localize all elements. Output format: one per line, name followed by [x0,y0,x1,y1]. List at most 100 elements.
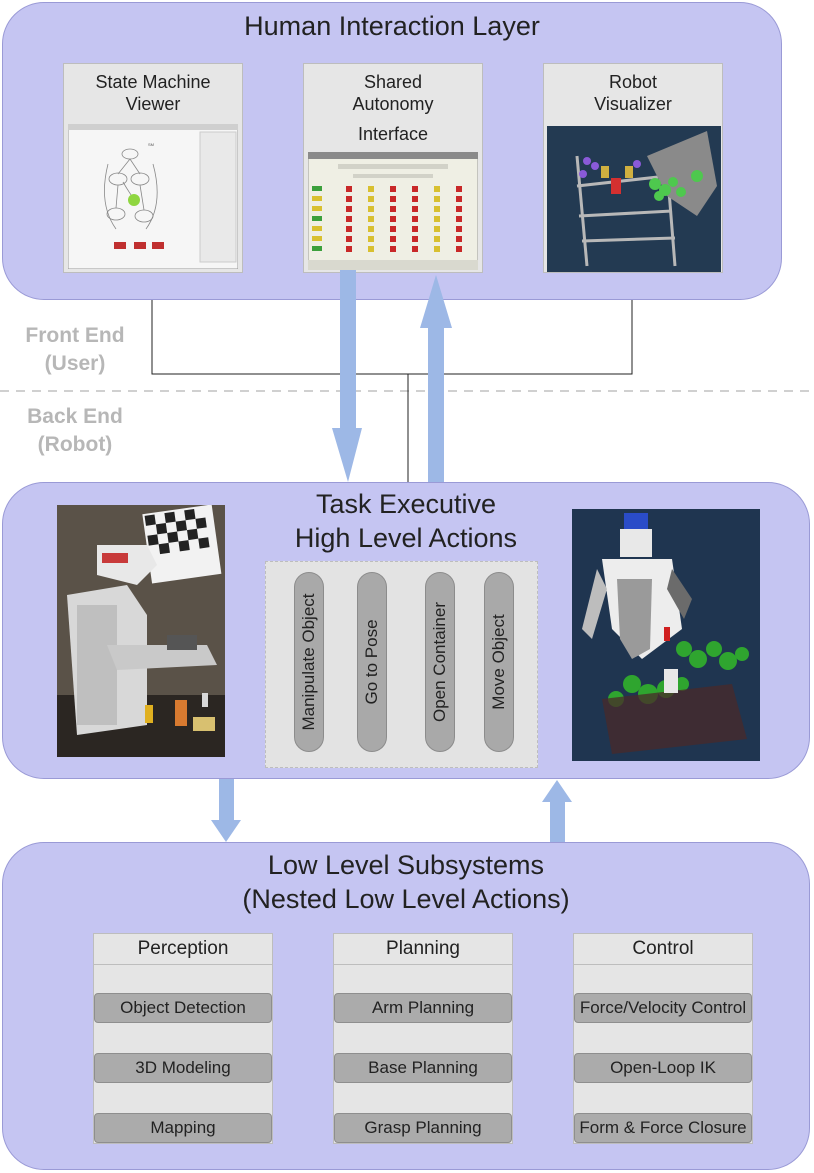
item-arm-planning[interactable]: Arm Planning [334,993,512,1023]
action-go-to-pose[interactable]: Go to Pose [357,572,387,752]
robot-3d-visualization [572,509,760,761]
robot-visualizer-screenshot [547,126,721,272]
state-machine-screenshot: SM [68,124,238,269]
status-cell [346,246,352,252]
item-form-force-closure[interactable]: Form & Force Closure [574,1113,752,1143]
human-interaction-layer-title: Human Interaction Layer [244,11,540,41]
status-cell [390,226,396,232]
back-end-label-line1: Back End [27,405,123,428]
status-cell [434,216,440,222]
status-cell [434,196,440,202]
line-to-state-machine [151,285,409,482]
task-executive-title-line1: Task Executive [315,489,497,519]
robot-visualizer-panel: Robot Visualizer [543,63,723,273]
shared-autonomy-title-line3: Interface [357,124,429,144]
status-cell [346,216,352,222]
shared-autonomy-screenshot [308,152,478,270]
status-row-marker [312,206,322,211]
front-end-label: Front End (User) [0,322,150,378]
status-cell [434,246,440,252]
low-level-title-line2: (Nested Low Level Actions) [242,884,570,914]
action-open-container-label: Open Container [430,601,449,723]
robot-photo [57,505,225,757]
status-cell [368,236,374,242]
item-object-detection[interactable]: Object Detection [94,993,272,1023]
status-row-marker [312,246,322,251]
item-grasp-planning[interactable]: Grasp Planning [334,1113,512,1143]
low-level-title-line1: Low Level Subsystems [267,850,545,880]
status-cell [368,196,374,202]
state-machine-viewer-title-line1: State Machine [95,72,211,92]
status-row-marker [312,216,322,221]
status-cell [368,216,374,222]
status-cell [412,186,418,192]
status-cell [456,196,462,202]
item-base-planning[interactable]: Base Planning [334,1053,512,1083]
front-end-label-line2: (User) [44,352,106,375]
status-cell [368,246,374,252]
status-row-marker [312,226,322,231]
item-mapping[interactable]: Mapping [94,1113,272,1143]
status-cell [456,216,462,222]
action-move-object-label: Move Object [489,614,508,710]
status-row-marker [312,186,322,191]
status-cell [412,206,418,212]
subsystem-control: Control Force/Velocity Control Open-Loop… [573,933,753,1144]
status-cell [368,186,374,192]
status-cell [346,186,352,192]
status-cell [412,246,418,252]
task-executive-title-line2: High Level Actions [294,523,518,553]
status-cell [412,236,418,242]
status-row-marker [312,236,322,241]
shared-autonomy-title-line2: Autonomy [352,94,434,114]
subsystem-planning: Planning Arm Planning Base Planning Gras… [333,933,513,1144]
robot-visualizer-title-line1: Robot [608,72,658,92]
back-end-label: Back End (Robot) [0,403,150,459]
action-manipulate-object-label: Manipulate Object [299,593,318,731]
status-cell [434,206,440,212]
back-end-label-line2: (Robot) [37,433,113,456]
status-cell [456,186,462,192]
shared-autonomy-title-line1: Shared [363,72,423,92]
low-level-subsystems-layer: Low Level Subsystems (Nested Low Level A… [2,842,810,1170]
status-cell [346,206,352,212]
subsystem-perception-title: Perception [94,934,272,965]
front-end-label-line1: Front End [25,324,125,347]
status-cell [434,226,440,232]
robot-visualizer-title-line2: Visualizer [594,94,672,114]
status-cell [434,186,440,192]
status-cell [456,226,462,232]
status-row-marker [312,196,322,201]
status-cell [390,216,396,222]
action-move-object[interactable]: Move Object [484,572,514,752]
status-cell [412,196,418,202]
subsystem-perception: Perception Object Detection 3D Modeling … [93,933,273,1144]
status-cell [390,246,396,252]
status-cell [412,216,418,222]
subsystem-control-title: Control [574,934,752,965]
item-open-loop-ik[interactable]: Open-Loop IK [574,1053,752,1083]
status-cell [390,196,396,202]
high-level-actions-box: Manipulate Object Go to Pose Open Contai… [265,561,538,768]
status-cell [390,236,396,242]
status-cell [368,226,374,232]
status-cell [346,226,352,232]
task-executive-layer: Task Executive High Level Actions [2,482,810,779]
status-cell [412,226,418,232]
status-cell [456,246,462,252]
status-cell [390,206,396,212]
action-open-container[interactable]: Open Container [425,572,455,752]
state-machine-viewer-panel: State Machine Viewer SM [63,63,243,273]
status-cell [390,186,396,192]
action-go-to-pose-label: Go to Pose [362,619,381,705]
shared-autonomy-interface-panel: Shared Autonomy Interface [303,63,483,273]
state-machine-viewer-title-line2: Viewer [125,94,181,114]
item-force-velocity-control[interactable]: Force/Velocity Control [574,993,752,1023]
item-3d-modeling[interactable]: 3D Modeling [94,1053,272,1083]
status-cell [456,236,462,242]
action-manipulate-object[interactable]: Manipulate Object [294,572,324,752]
status-cell [434,236,440,242]
line-to-robot-visualizer [408,285,633,375]
status-cell [346,236,352,242]
human-interaction-layer: Human Interaction Layer State Machine Vi… [2,2,782,300]
